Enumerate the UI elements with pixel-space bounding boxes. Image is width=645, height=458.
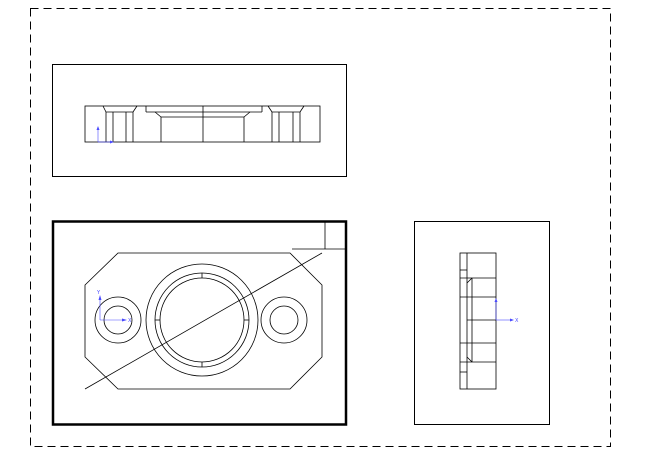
side-view-x-axis-label: X bbox=[515, 318, 519, 324]
side-view[interactable]: X bbox=[414, 221, 550, 425]
front-view[interactable]: Y X bbox=[51, 220, 348, 426]
top-view-frame[interactable] bbox=[52, 64, 347, 177]
front-view-x-axis-label: X bbox=[128, 318, 132, 324]
front-view-axis-triad bbox=[98, 295, 127, 322]
side-view-frame[interactable] bbox=[414, 221, 550, 425]
top-view-axis-triad bbox=[96, 126, 114, 144]
front-view-diagonal-line bbox=[84, 252, 323, 390]
side-view-part bbox=[459, 252, 497, 390]
front-view-y-axis-label: Y bbox=[96, 290, 101, 296]
top-view[interactable] bbox=[52, 64, 347, 177]
sheet-border bbox=[30, 8, 611, 447]
front-view-frame[interactable] bbox=[51, 220, 348, 426]
selection-corner-marker bbox=[292, 222, 346, 250]
side-view-axis-triad bbox=[494, 298, 514, 322]
top-view-part bbox=[84, 105, 321, 143]
front-view-part bbox=[84, 252, 323, 390]
